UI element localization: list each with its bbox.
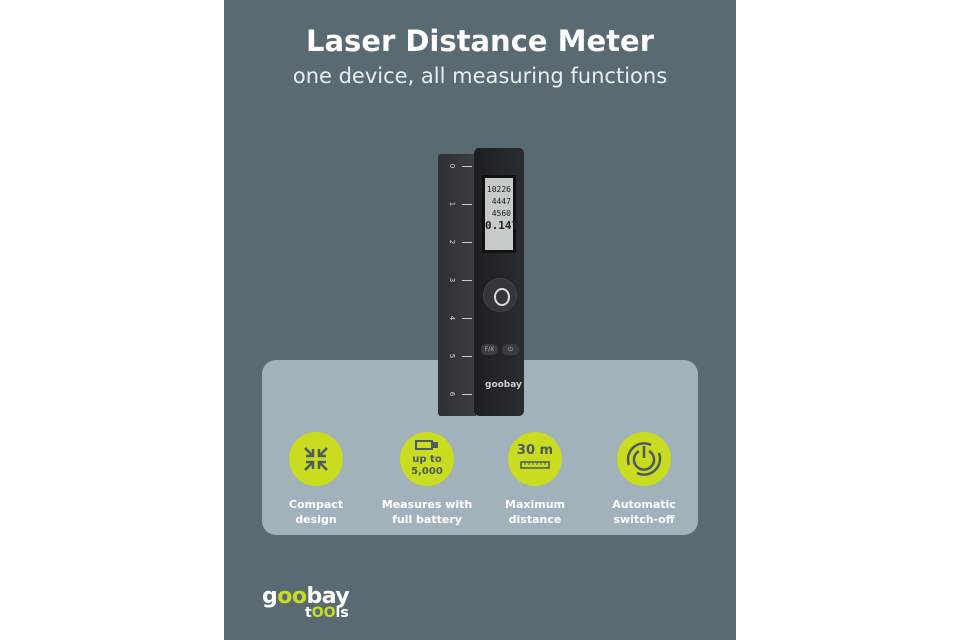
power-button: ⏻ — [502, 344, 519, 355]
feature-label: Measures with — [381, 498, 473, 511]
device-front: 10226 4447 4560 0.147 F/X ⏻ goobay — [474, 148, 524, 416]
battery-icon: up to 5,000 — [400, 432, 454, 486]
ruler-number: 0 — [448, 163, 457, 169]
feature-auto-off: Automatic switch-off — [589, 432, 699, 527]
ruler-icon: 30 m — [508, 432, 562, 486]
feature-distance: 30 m Maximum distance — [480, 432, 590, 527]
logo-brand: goobay — [262, 584, 350, 609]
feature-label: Compact — [288, 498, 344, 511]
ruler-number: 6 — [448, 391, 457, 397]
measure-button — [483, 278, 517, 312]
ruler-number: 2 — [448, 239, 457, 245]
ruler-number: 5 — [448, 353, 457, 359]
reading: 4560 — [491, 209, 511, 218]
feature-battery: up to 5,000 Measures with full battery — [372, 432, 482, 527]
laser-meter-device: 0 1 2 3 4 5 6 10226 4447 4560 0.147 F/X … — [438, 148, 524, 416]
reading: 4447 — [491, 197, 511, 206]
lcd-screen: 10226 4447 4560 0.147 — [482, 175, 519, 253]
page-title: Laser Distance Meter — [305, 24, 655, 58]
feature-label: full battery — [392, 513, 462, 526]
feature-compact: Compact design — [261, 432, 371, 527]
page-subtitle: one device, all measuring functions — [292, 64, 668, 88]
device-brand: goobay — [485, 380, 522, 390]
product-panel: Laser Distance Meter one device, all mea… — [224, 0, 736, 640]
reading: 10226 — [486, 185, 511, 194]
ruler-number: 1 — [448, 201, 457, 207]
battery-badge-text: up to — [412, 454, 442, 465]
goobay-tools-logo: goobay tOOls — [262, 584, 350, 621]
feature-label: distance — [508, 513, 562, 526]
logo-sub: tOOls — [305, 605, 349, 621]
feature-label: switch-off — [613, 513, 675, 526]
compress-arrows-icon — [289, 432, 343, 486]
fx-button: F/X — [481, 344, 498, 355]
ruler-side: 0 1 2 3 4 5 6 — [438, 154, 476, 416]
feature-label: Maximum — [505, 498, 565, 511]
main-reading: 0.147 — [485, 219, 519, 232]
feature-label: design — [295, 513, 337, 526]
battery-badge-value: 5,000 — [411, 466, 443, 477]
ruler-number: 4 — [448, 315, 457, 321]
ruler-number: 3 — [448, 277, 457, 283]
distance-badge: 30 m — [516, 443, 554, 458]
feature-label: Automatic — [612, 498, 676, 511]
power-cycle-icon — [617, 432, 671, 486]
